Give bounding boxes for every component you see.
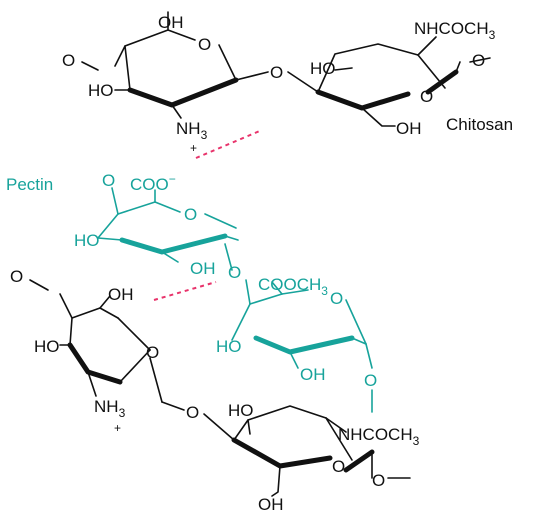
top-chitosan-hydroxyl-left: HO [88,81,114,100]
hydrogen-bond-top [195,129,263,159]
top-glycosidic-bond-right [287,71,319,93]
bottom-chitosan-oxygen-left: O [10,267,23,286]
bottom-glycosidic-bond-right [203,413,235,441]
bottom-chitosan-oxygen-right: O [372,471,385,490]
pectin-ring-lower [231,279,373,413]
pectin-hydroxyl-lower: OH [300,365,326,384]
top-chitosan-ring-right [315,36,491,127]
pectin-carboxylate: COO− [130,172,176,194]
bottom-chitosan-structure [29,279,411,497]
top-chitosan-ammonium-charge: + [190,141,197,155]
bottom-glycosidic-bond-left [161,401,185,411]
chitosan-label: Chitosan [446,115,513,134]
top-chitosan-ammonium: NH3 [176,119,208,142]
top-chitosan-ring-oxygen-right: O [420,87,433,106]
bottom-chitosan-hydroxyl-left: HO [34,337,60,356]
bottom-chitosan-hydroxyl-top: OH [108,285,134,304]
pectin-methyl-ester: COOCH3 [258,275,328,298]
bottom-glycosidic-oxygen: O [186,403,199,422]
pectin-label: Pectin [6,175,53,194]
top-chitosan-hydroxyl-bottom: OH [396,119,422,138]
pectin-ring-oxygen-lower: O [330,289,343,308]
pectin-ring-oxygen-upper: O [184,205,197,224]
bottom-chitosan-ring-oxygen-left: O [146,343,159,362]
bottom-chitosan-ring-oxygen-right: O [332,457,345,476]
bottom-chitosan-acetamido: NHCOCH3 [338,425,420,448]
top-glycosidic-oxygen: O [270,63,283,82]
pectin-oxygen-top: O [102,171,115,190]
bottom-chitosan-ring-right [231,405,411,497]
bottom-chitosan-hydroxyl-mid: HO [228,401,254,420]
hydrogen-bond-middle [153,281,217,301]
pectin-structure [97,187,373,413]
top-glycosidic-bond-left [235,71,269,81]
top-chitosan-ring-oxygen-left: O [198,35,211,54]
bottom-chitosan-hydroxyl-bottom: OH [258,495,284,514]
top-chitosan-hydroxyl-top: OH [158,13,184,32]
top-chitosan-ring-left [81,11,239,119]
top-chitosan-hydroxyl-mid: HO [310,59,336,78]
pectin-hydroxyl-left: HO [74,231,100,250]
pectin-ring-upper [97,187,239,263]
pectin-oxygen-bottom: O [364,371,377,390]
top-chitosan-acetamido: NHCOCH3 [414,19,496,42]
top-chitosan-structure [81,11,491,159]
top-chitosan-oxygen-right: O [472,51,485,70]
bottom-chitosan-ring-left [29,279,163,403]
pectin-hydroxyl-upper: OH [190,259,216,278]
bottom-chitosan-ammonium-charge: + [114,421,121,435]
pectin-glycosidic-oxygen: O [228,263,241,282]
pectin-glycosidic-bond [224,243,233,271]
pectin-hydroxyl-lower-left: HO [216,337,242,356]
top-chitosan-oxygen-left: O [62,51,75,70]
bottom-chitosan-ammonium: NH3 [94,397,126,420]
